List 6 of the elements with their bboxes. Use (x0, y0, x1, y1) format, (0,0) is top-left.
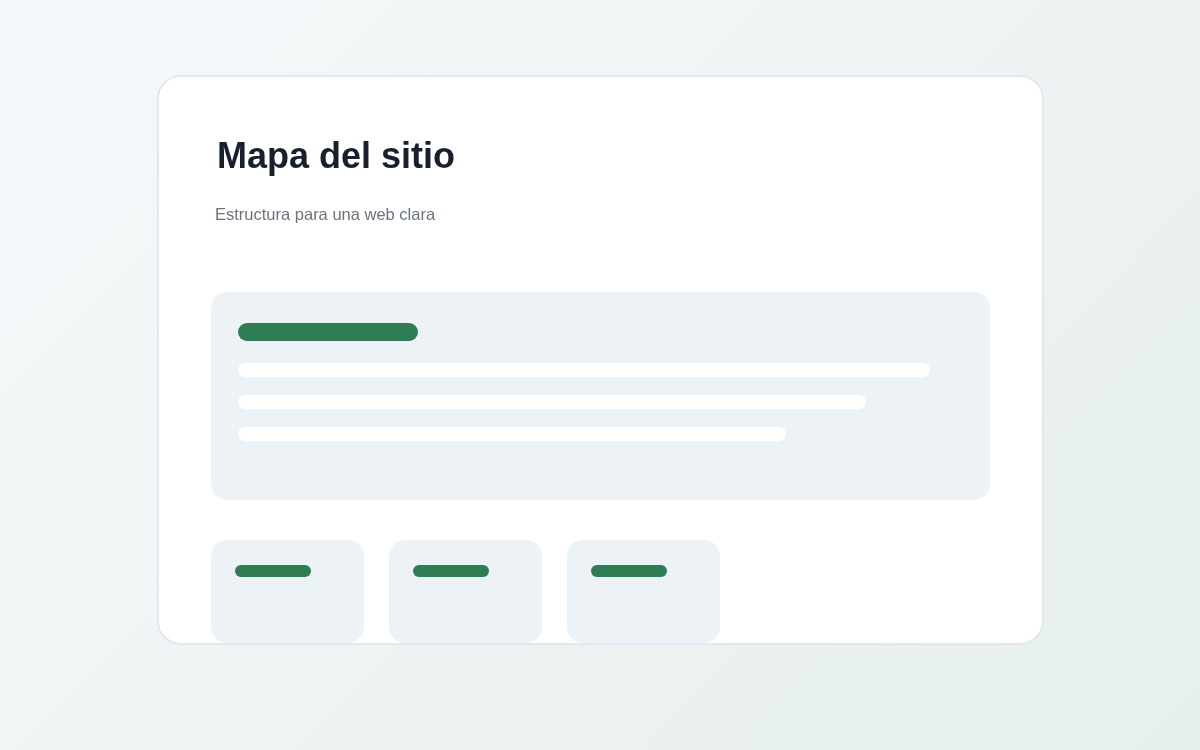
page-title: Mapa del sitio (217, 134, 456, 178)
section-card (211, 540, 364, 643)
section-card (389, 540, 542, 643)
subtitle: Estructura para una web clara (215, 204, 436, 224)
section-card (567, 540, 720, 643)
content-panel (211, 292, 990, 500)
